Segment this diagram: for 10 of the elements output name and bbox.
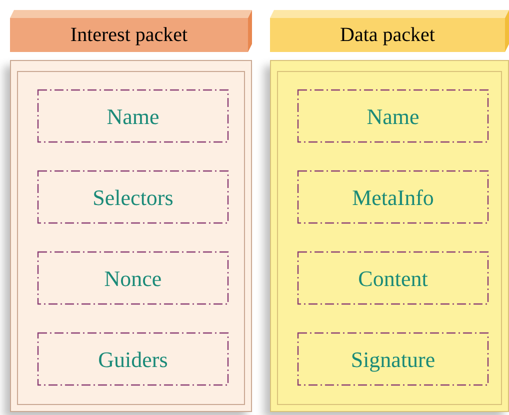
field-box: Name [297,89,489,143]
field-box: Content [297,251,489,305]
field-box: Guiders [37,332,229,386]
field-box: Name [37,89,229,143]
field-box: Selectors [37,170,229,224]
field-box: Signature [297,332,489,386]
field-box: MetaInfo [297,170,489,224]
packet-panel [270,60,509,412]
packet-panel [10,60,252,412]
field-box: Nonce [37,251,229,305]
